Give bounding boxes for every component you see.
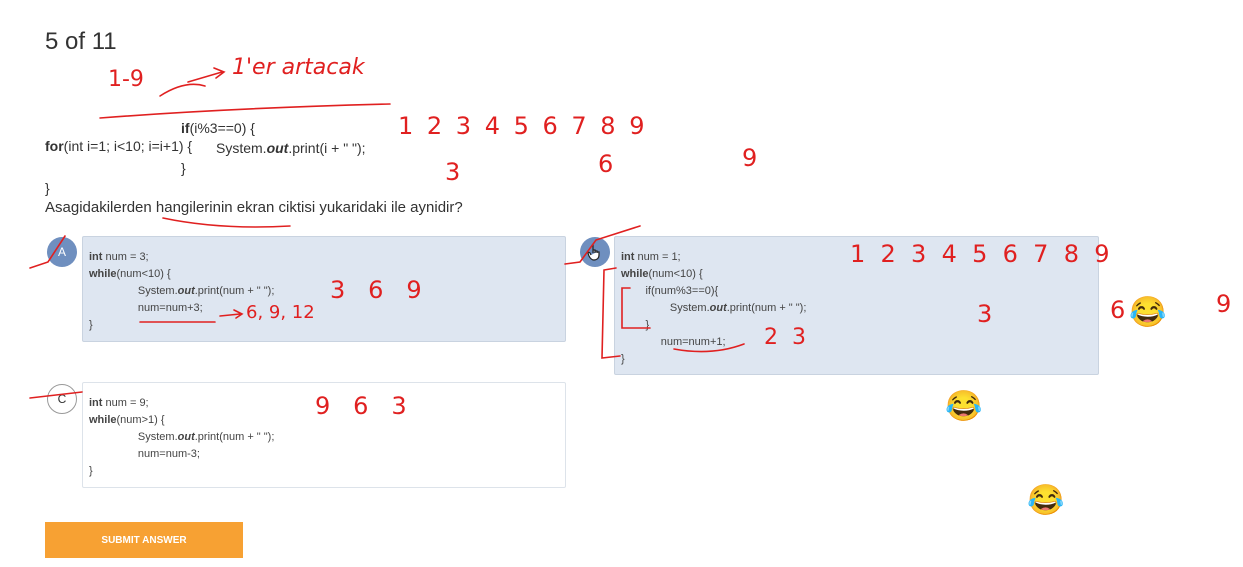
option-c-badge[interactable]: C (47, 384, 77, 414)
underline-mark (99, 103, 391, 119)
underline-hangilerinin (162, 217, 291, 228)
option-c[interactable]: int num = 9; while(num>1) { System.out.p… (82, 382, 566, 488)
note-b-3: 3 (977, 300, 992, 328)
note-seq-top: 1 2 3 4 5 6 7 8 9 (398, 112, 647, 140)
arrow-mark (187, 67, 226, 83)
code-line-2: if(i%3==0) { (181, 120, 255, 136)
bracket-if (621, 287, 651, 329)
note-b-9: 9 (1216, 290, 1231, 318)
note-res-9: 9 (742, 144, 757, 172)
progress-counter: 5 of 11 (45, 28, 117, 55)
laughing-emoji-icon: 😂 (1027, 484, 1065, 517)
arc-mark (159, 83, 206, 97)
note-range: 1-9 (108, 67, 144, 92)
code-line-1: for(int i=1; i<10; i=i+1) { (45, 138, 193, 154)
check-a (29, 235, 66, 269)
option-a-code: int num = 3; while(num<10) { System.out.… (89, 251, 275, 331)
laughing-emoji-icon: 😂 (945, 390, 983, 423)
note-artacak: 1'er artacak (232, 55, 366, 80)
code-line-3: System.out.print(i + " "); (216, 140, 366, 156)
strike-c (29, 391, 83, 399)
option-b-code: int num = 1; while(num<10) { if(num%3==0… (621, 251, 807, 365)
question-code: for(int i=1; i<10; i=i+1) { (45, 96, 192, 176)
submit-answer-button[interactable]: SUBMIT ANSWER (45, 522, 243, 558)
code-line-4: } (181, 160, 186, 176)
laughing-emoji-icon: 😂 (1129, 296, 1167, 329)
option-b-badge[interactable] (580, 237, 610, 267)
note-res-3: 3 (445, 158, 460, 186)
note-c-963: 9 6 3 (315, 392, 407, 420)
option-a[interactable]: int num = 3; while(num<10) { System.out.… (82, 236, 566, 342)
note-b-seq: 1 2 3 4 5 6 7 8 9 (850, 240, 1110, 268)
code-line-5: } (45, 180, 50, 196)
option-c-code: int num = 9; while(num>1) { System.out.p… (89, 397, 275, 477)
bracket-while (601, 267, 621, 359)
check-b (564, 225, 641, 265)
note-b-23: 2 3 (764, 325, 806, 350)
note-b-6: 6 (1110, 296, 1125, 324)
note-a-369: 3 6 9 (330, 276, 422, 304)
note-res-6: 6 (598, 150, 613, 178)
question-text: Asagidakilerden hangilerinin ekran cikti… (45, 199, 463, 216)
arrow-a (219, 309, 244, 319)
note-a-arrow: 6, 9, 12 (246, 302, 315, 323)
hand-cursor-icon (587, 244, 600, 261)
underline-b (673, 343, 745, 353)
